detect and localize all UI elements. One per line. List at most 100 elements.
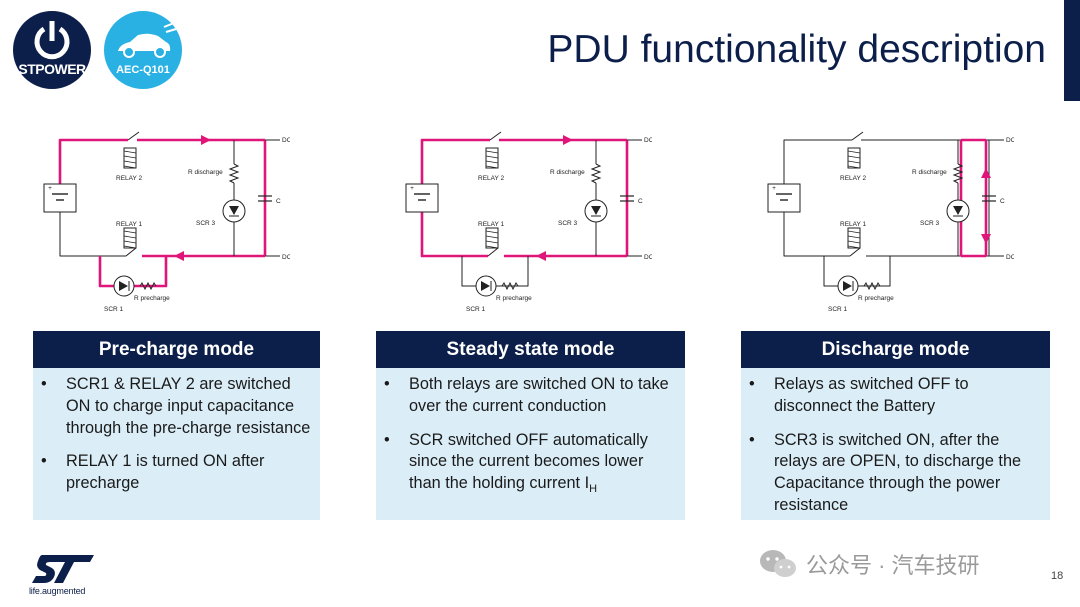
- circuit-label: DC +: [644, 137, 652, 144]
- relay-winding: [485, 165, 499, 169]
- circuit-label: SCR 1: [466, 306, 486, 313]
- circuit-label: RELAY 1: [840, 221, 867, 228]
- aec-q101-logo: AEC-Q101: [104, 11, 182, 89]
- mode-box-precharge: Pre-charge mode SCR1 & RELAY 2 are switc…: [33, 331, 320, 520]
- current-arrow: [981, 234, 991, 244]
- relay2-switch: [127, 131, 140, 141]
- page-number: 18: [1051, 570, 1064, 582]
- current-arrow: [201, 135, 211, 145]
- relay-winding: [123, 150, 137, 154]
- wechat-icon: [760, 550, 796, 577]
- relay-winding: [847, 245, 861, 249]
- circuit-label: SCR 3: [558, 220, 578, 227]
- mode-bullets: SCR1 & RELAY 2 are switched ON to charge…: [33, 368, 320, 495]
- circuit-label: SCR 1: [828, 306, 848, 313]
- r-precharge-icon: [139, 281, 157, 291]
- scr1-diode: [481, 281, 490, 291]
- circuit-label: RELAY 2: [116, 175, 143, 182]
- wire-precharge-left: [461, 256, 476, 287]
- circuit-label: DC +: [282, 137, 290, 144]
- circuit-label: SCR 3: [196, 220, 216, 227]
- st-logo: [32, 555, 94, 583]
- relay-winding: [485, 150, 499, 154]
- relay-winding: [847, 235, 861, 239]
- bullet-item: SCR switched OFF automatically since the…: [376, 430, 677, 501]
- mode-title: Steady state mode: [376, 331, 685, 368]
- scr1-diode: [843, 281, 852, 291]
- wire-bottom-left: [59, 203, 126, 257]
- mode-box-discharge: Discharge mode Relays as switched OFF to…: [741, 331, 1050, 520]
- bullet-text: SCR switched OFF automatically since the…: [409, 430, 648, 493]
- current-arrow: [536, 251, 546, 261]
- watermark-text: 公众号 · 汽车技研: [806, 553, 980, 578]
- relay-winding: [123, 235, 137, 239]
- circuit-label: DC +: [1006, 137, 1014, 144]
- relay1-switch: [487, 247, 499, 257]
- relay-winding: [485, 245, 499, 249]
- relay-winding: [847, 240, 861, 244]
- subscript-h: H: [589, 483, 598, 496]
- relay1-switch: [849, 247, 861, 257]
- watermark: 公众号 · 汽车技研: [758, 548, 980, 580]
- circuit-label: R precharge: [858, 295, 894, 302]
- relay2-switch: [851, 131, 864, 141]
- circuit-label: R discharge: [912, 169, 947, 176]
- circuit-label: SCR 3: [920, 220, 940, 227]
- wire-precharge-right: [134, 256, 168, 288]
- relay-winding: [123, 245, 137, 249]
- battery-icon: [767, 183, 801, 213]
- relay-winding: [847, 165, 861, 169]
- relay-winding: [485, 240, 499, 244]
- power-icon: [34, 21, 70, 60]
- relay-winding: [847, 150, 861, 154]
- circuit-label: R discharge: [188, 169, 223, 176]
- circuit-label: DC -: [1006, 254, 1014, 261]
- page-title: PDU functionality description: [547, 28, 1046, 71]
- r-discharge-icon: [590, 163, 602, 184]
- relay-winding: [123, 160, 137, 164]
- bullet-item: SCR1 & RELAY 2 are switched ON to charge…: [33, 374, 312, 439]
- relay-winding: [847, 160, 861, 164]
- wire-precharge-right: [496, 256, 529, 287]
- relay-winding: [123, 230, 137, 234]
- tagline: life.augmented: [29, 586, 86, 596]
- relay-winding: [123, 155, 137, 159]
- scr1-diode: [119, 281, 128, 291]
- wire-precharge-left: [823, 256, 838, 287]
- scr3-diode: [591, 206, 601, 215]
- scr3-diode: [229, 206, 239, 215]
- relay-winding: [485, 230, 499, 234]
- mode-box-steady-state: Steady state mode Both relays are switch…: [376, 331, 685, 520]
- circuit-label: DC -: [644, 254, 652, 261]
- relay-winding: [485, 155, 499, 159]
- circuit-label: C: [638, 198, 643, 205]
- relay1-switch: [125, 247, 137, 257]
- circuit-label: C: [1000, 198, 1005, 205]
- current-arrow: [563, 135, 573, 145]
- mode-title: Discharge mode: [741, 331, 1050, 368]
- bullet-item: SCR3 is switched ON, after the relays ar…: [741, 430, 1042, 517]
- circuit-label: R precharge: [496, 295, 532, 302]
- r-precharge-icon: [863, 281, 881, 291]
- wire-top-left: [783, 139, 852, 193]
- relay-winding: [847, 230, 861, 234]
- wire-precharge-left: [98, 256, 114, 288]
- circuit-label: RELAY 1: [116, 221, 143, 228]
- battery-icon: [405, 183, 439, 213]
- circuit-label: SCR 1: [104, 306, 124, 313]
- mode-bullets: Relays as switched OFF to disconnect the…: [741, 368, 1050, 517]
- wire-top-left: [58, 138, 128, 193]
- relay-winding: [123, 240, 137, 244]
- battery-icon: [43, 183, 77, 213]
- circuit-label: RELAY 2: [478, 175, 505, 182]
- r-precharge-icon: [501, 281, 519, 291]
- circuit-label: R discharge: [550, 169, 585, 176]
- wire-bottom-left: [783, 203, 850, 257]
- scr3-diode: [953, 206, 963, 215]
- aec-logo-text: AEC-Q101: [116, 64, 170, 76]
- circuit-label: C: [276, 198, 281, 205]
- relay2-switch: [489, 131, 502, 141]
